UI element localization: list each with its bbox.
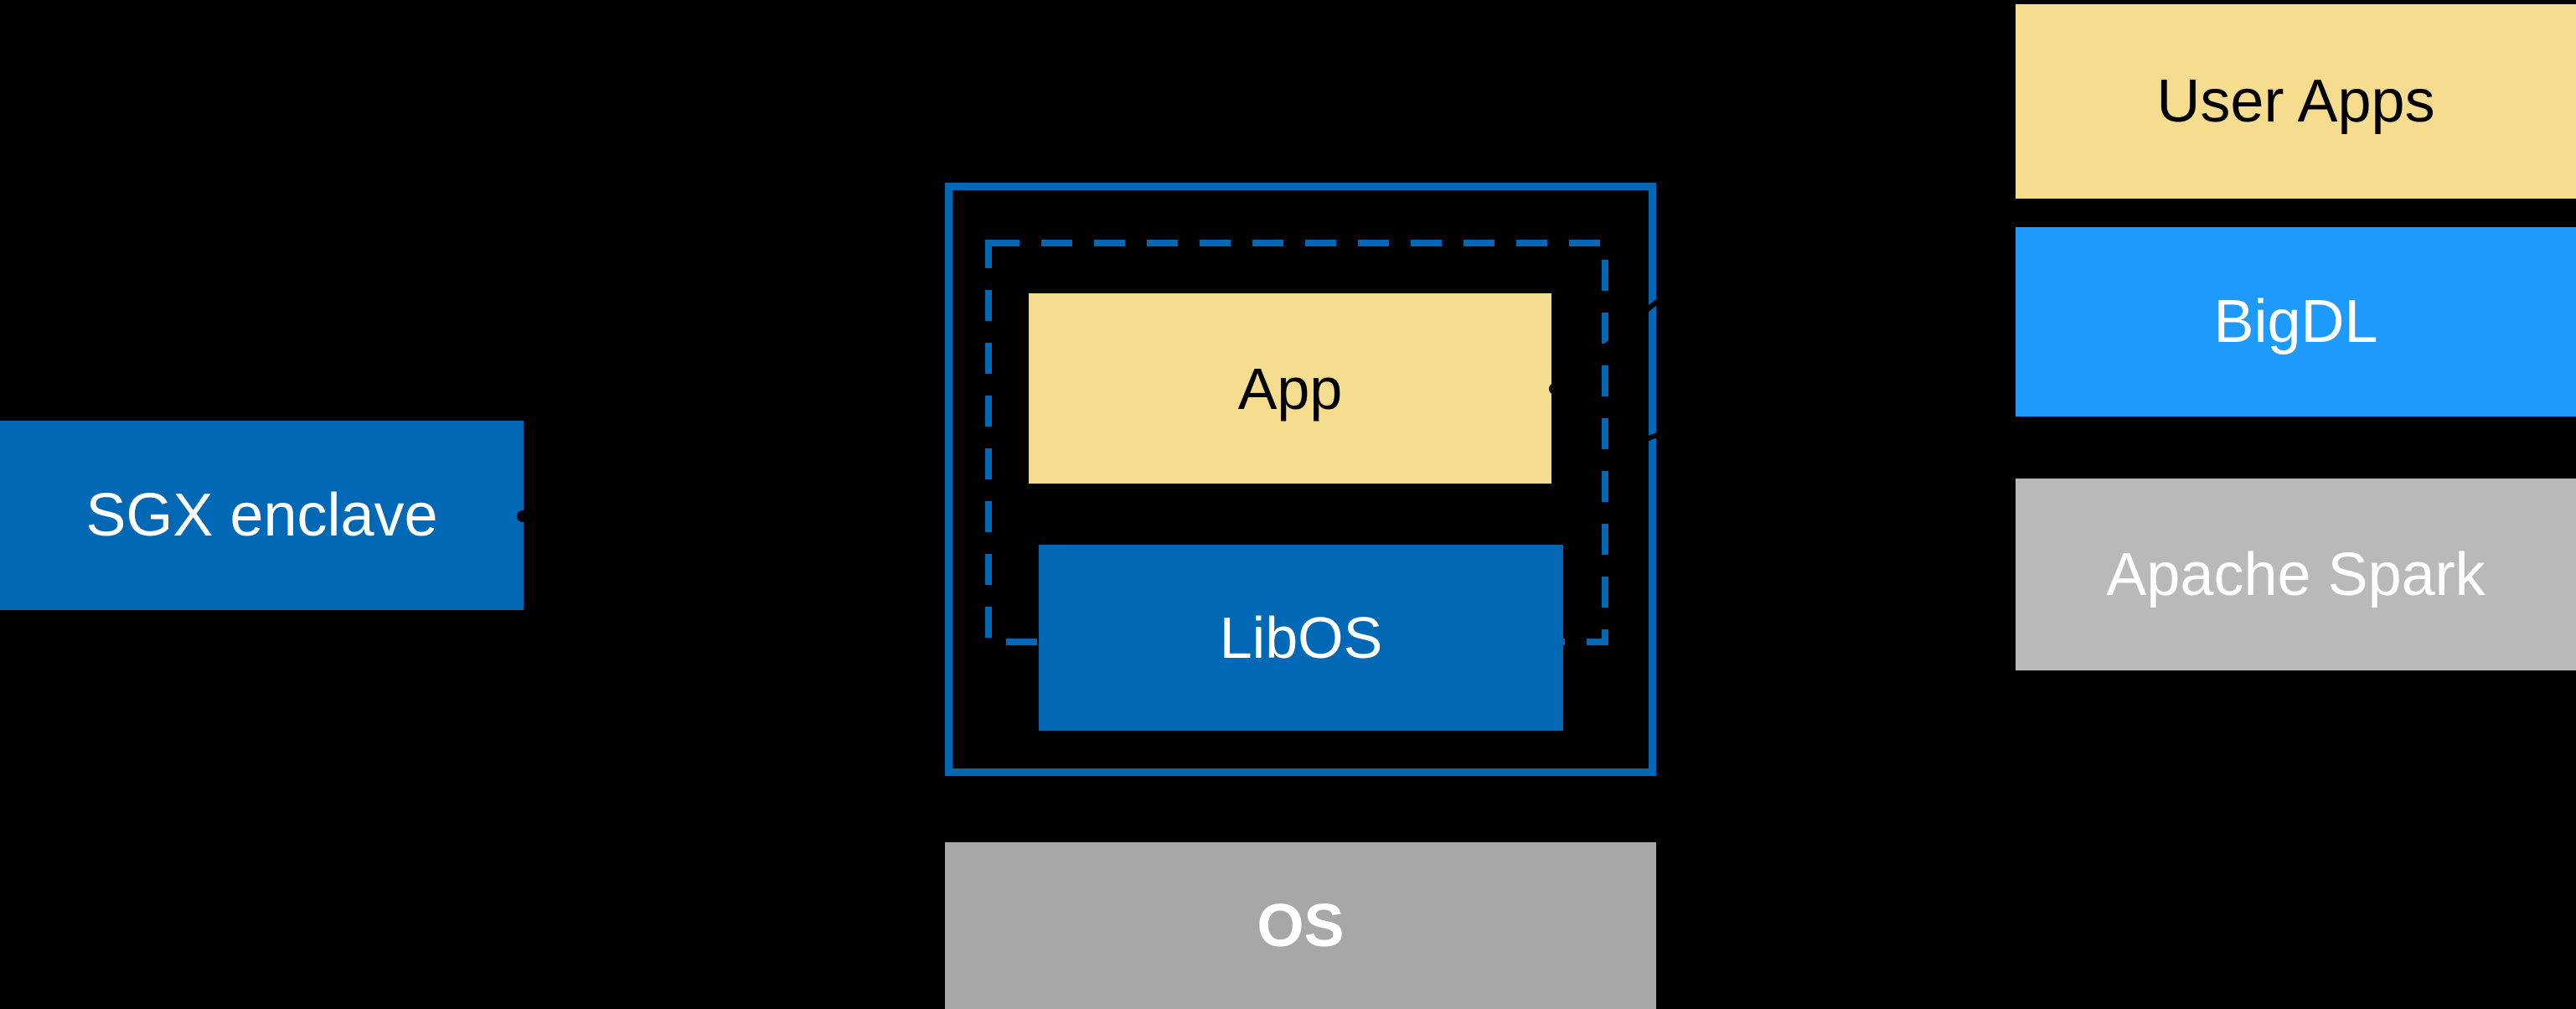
app-box: App xyxy=(1029,293,1551,484)
sgx-enclave-label: SGX enclave xyxy=(85,482,438,549)
apache-spark-label: Apache Spark xyxy=(2106,541,2486,608)
bigdl-box: BigDL xyxy=(2016,227,2576,417)
connector-bigdl-to-enclave xyxy=(1603,356,2005,468)
os-box: OS xyxy=(945,842,1656,1009)
libos-label: LibOS xyxy=(1219,605,1383,670)
libos-box: LibOS xyxy=(1039,545,1563,731)
app-label: App xyxy=(1237,355,1343,422)
user-apps-label: User Apps xyxy=(2156,68,2435,135)
sgx-enclave-label-box: SGX enclave xyxy=(0,421,524,610)
apache-spark-box: Apache Spark xyxy=(2016,479,2576,670)
user-apps-box: User Apps xyxy=(2016,4,2576,199)
connector-enclave-to-sgx-label xyxy=(524,514,991,606)
bigdl-label: BigDL xyxy=(2213,288,2378,355)
os-label: OS xyxy=(1257,892,1345,960)
connector-user-apps-to-app xyxy=(1556,150,2005,390)
